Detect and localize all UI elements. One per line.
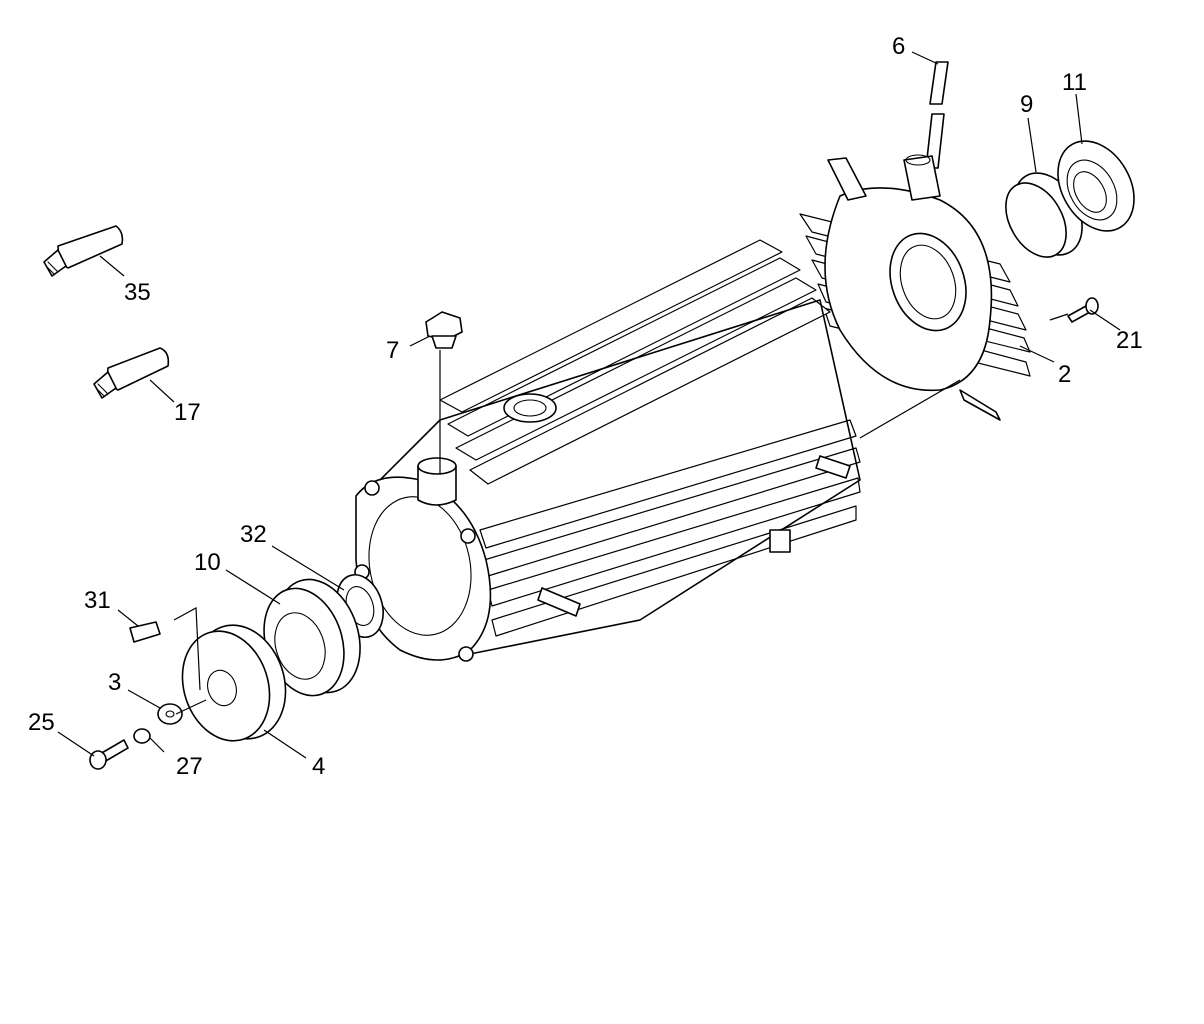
callout-31: 31 <box>84 587 111 614</box>
part-21-screw <box>1067 297 1099 323</box>
part-2-flange-cover <box>799 154 1031 421</box>
callout-2: 2 <box>1058 361 1071 388</box>
callout-7: 7 <box>386 337 399 364</box>
callout-11: 11 <box>1062 69 1087 96</box>
callout-17: 17 <box>174 399 201 426</box>
part-4-pulley <box>181 624 287 742</box>
part-6-hose <box>925 61 949 169</box>
part-7-oil-plug <box>425 311 463 349</box>
callout-10: 10 <box>194 549 221 576</box>
callout-27: 27 <box>176 753 203 780</box>
callout-25: 25 <box>28 709 55 736</box>
callout-6: 6 <box>892 33 905 60</box>
callout-labels: 6 9 11 35 7 21 2 17 32 10 31 3 25 27 4 <box>28 33 1143 780</box>
part-27-lock-washer <box>133 728 151 744</box>
callout-9: 9 <box>1020 91 1033 118</box>
part-10-roller-bearing <box>263 578 361 697</box>
part-11-ball-bearing <box>1057 140 1135 232</box>
callout-4: 4 <box>312 753 325 780</box>
callout-35: 35 <box>124 279 151 306</box>
part-25-cap-screw <box>89 739 129 770</box>
part-35-grease-tube <box>43 225 124 277</box>
callout-21: 21 <box>1116 327 1143 354</box>
callout-3: 3 <box>108 669 121 696</box>
leader-lines <box>57 51 1121 759</box>
part-3-washer <box>157 703 183 725</box>
part-31-key <box>129 621 161 643</box>
callout-32: 32 <box>240 521 267 548</box>
part-17-grease-tube <box>93 347 170 399</box>
main-crankcase-housing <box>354 239 861 662</box>
